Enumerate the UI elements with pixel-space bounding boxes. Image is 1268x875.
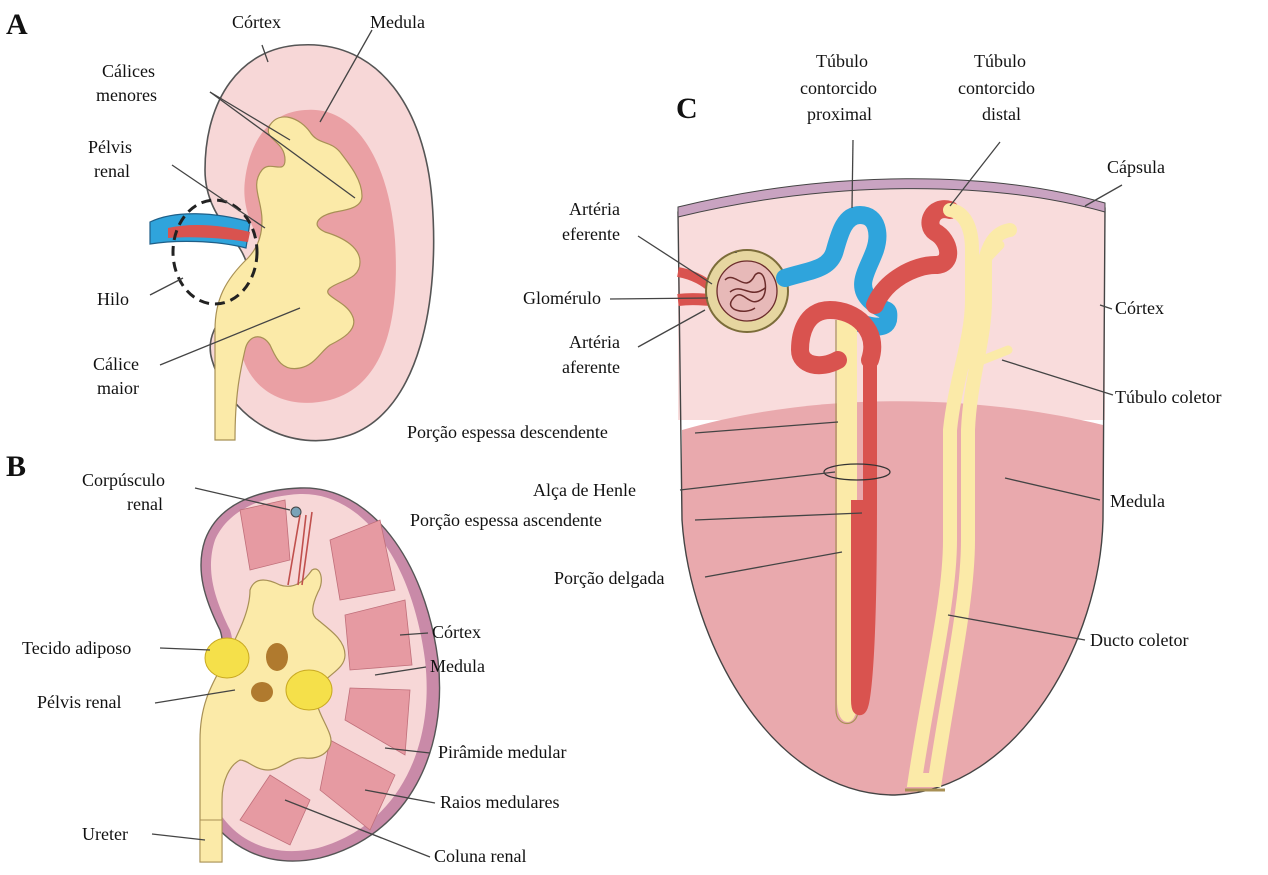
label-b-corpusculo-2: renal: [127, 494, 163, 514]
calyx-hole-2: [251, 682, 273, 702]
panel-a-kidney-section: [150, 30, 434, 441]
panel-b-kidney-section: [152, 488, 440, 862]
label-a-cortex: Córtex: [232, 12, 281, 32]
label-b-raios: Raios medulares: [440, 792, 559, 812]
label-a-calice-maior-2: maior: [97, 378, 139, 398]
label-c-tcp-1: Túbulo: [816, 51, 868, 71]
label-a-calices-1: Cálices: [102, 61, 155, 81]
label-b-corpusculo-1: Corpúsculo: [82, 470, 165, 490]
label-a-hilo: Hilo: [97, 289, 129, 309]
label-c-arteria-aferente-2: aferente: [562, 357, 620, 377]
adipose-right: [286, 670, 332, 710]
label-c-porcao-delgada: Porção delgada: [554, 568, 664, 588]
panel-c-nephron: [610, 140, 1122, 795]
panel-c-letter: C: [676, 92, 698, 125]
label-c-tcp-3: proximal: [807, 104, 872, 124]
calyx-hole-1: [266, 643, 288, 671]
label-c-medula: Medula: [1110, 491, 1165, 511]
label-c-tubulo-coletor: Túbulo coletor: [1115, 387, 1221, 407]
label-a-calice-maior-1: Cálice: [93, 354, 139, 374]
label-a-pelvis-1: Pélvis: [88, 137, 132, 157]
label-b-cortex: Córtex: [432, 622, 481, 642]
label-c-tcd-1: Túbulo: [974, 51, 1026, 71]
label-c-arteria-eferente-2: eferente: [562, 224, 620, 244]
panel-a-letter: A: [6, 8, 28, 41]
label-b-ureter: Ureter: [82, 824, 128, 844]
label-c-arteria-aferente-1: Artéria: [569, 332, 620, 352]
label-c-cortex: Córtex: [1115, 298, 1164, 318]
label-a-calices-2: menores: [96, 85, 157, 105]
label-b-piramide: Pirâmide medular: [438, 742, 566, 762]
label-b-pelvis-renal: Pélvis renal: [37, 692, 121, 712]
label-c-glomerulo: Glomérulo: [523, 288, 601, 308]
label-c-tcp-2: contorcido: [800, 78, 877, 98]
label-c-tcd-2: contorcido: [958, 78, 1035, 98]
label-b-medula: Medula: [430, 656, 485, 676]
label-c-porcao-ascendente: Porção espessa ascendente: [410, 510, 602, 530]
label-b-tecido-adiposo: Tecido adiposo: [22, 638, 131, 658]
adipose-left: [205, 638, 249, 678]
label-b-coluna: Coluna renal: [434, 846, 526, 866]
label-a-medula: Medula: [370, 12, 425, 32]
label-c-arteria-eferente-1: Artéria: [569, 199, 620, 219]
label-a-pelvis-2: renal: [94, 161, 130, 181]
label-c-ducto-coletor: Ducto coletor: [1090, 630, 1188, 650]
panel-b-letter: B: [6, 450, 26, 483]
nephron-medulla-region: [682, 401, 1103, 795]
descending-limb: [842, 320, 852, 717]
label-c-capsula: Cápsula: [1107, 157, 1165, 177]
label-c-tcd-3: distal: [982, 104, 1021, 124]
label-c-porcao-descendente: Porção espessa descendente: [407, 422, 608, 442]
label-c-alca-henle: Alça de Henle: [533, 480, 636, 500]
ureter-b: [200, 820, 222, 862]
